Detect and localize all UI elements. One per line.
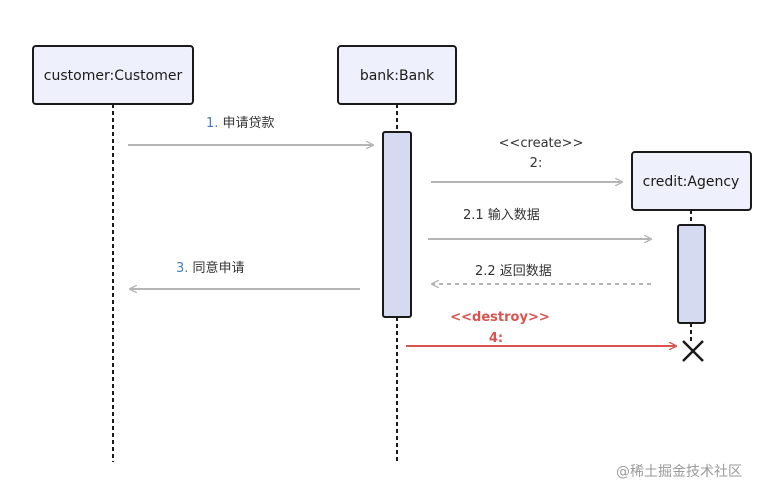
message-3-number: 3. bbox=[176, 261, 188, 276]
message-2-2-label: 2.2 返回数据 bbox=[475, 264, 552, 279]
bank-activation bbox=[382, 131, 412, 318]
participant-credit: credit:Agency bbox=[631, 151, 752, 211]
message-2-number: 2: bbox=[530, 156, 543, 171]
participant-bank: bank:Bank bbox=[337, 45, 457, 105]
credit-activation bbox=[677, 224, 706, 324]
participant-customer: customer:Customer bbox=[32, 45, 194, 105]
message-1-text: 申请贷款 bbox=[218, 116, 274, 131]
message-3-label: 3. 同意申请 bbox=[176, 260, 245, 276]
x-cross-icon bbox=[682, 340, 704, 362]
message-3-text: 同意申请 bbox=[188, 260, 244, 276]
message-2-stereotype: <<create>> bbox=[499, 136, 584, 151]
message-1-number: 1. bbox=[206, 116, 218, 131]
message-1-label: 1. 申请贷款 bbox=[206, 116, 275, 131]
participant-customer-label: customer:Customer bbox=[44, 68, 183, 84]
participant-credit-label: credit:Agency bbox=[643, 174, 740, 190]
message-4-number: 4: bbox=[489, 331, 503, 346]
message-4-stereotype: <<destroy>> bbox=[450, 310, 549, 325]
participant-bank-label: bank:Bank bbox=[360, 68, 435, 84]
message-2-1-label: 2.1 输入数据 bbox=[463, 207, 540, 223]
watermark: @稀土掘金技术社区 bbox=[616, 464, 742, 480]
